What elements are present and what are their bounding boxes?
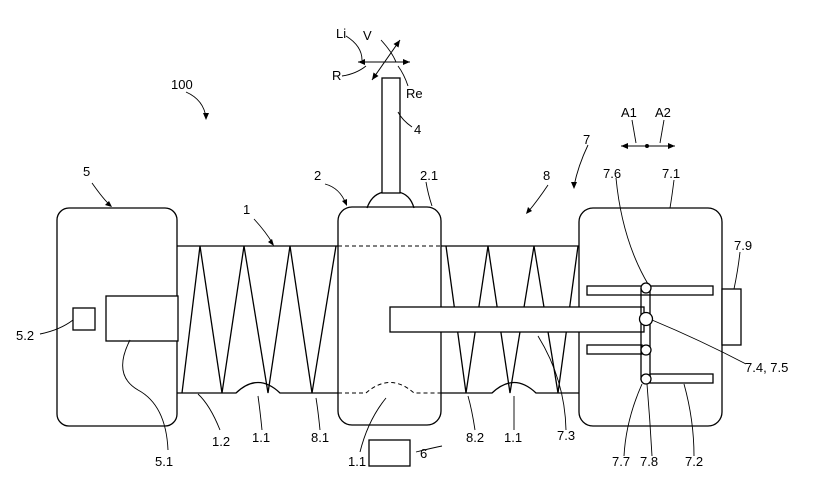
label-recess-1-1-c: 1.1: [504, 430, 522, 445]
label-element-7-7: 7.7: [612, 454, 630, 469]
label-element-7-3: 7.3: [557, 428, 575, 443]
label-element-7-8: 7.8: [640, 454, 658, 469]
pivot-middle: [640, 344, 652, 356]
direction-arrows-lever: [341, 35, 410, 87]
pivot-7-6: [640, 282, 652, 294]
label-element-5-1: 5.1: [155, 454, 173, 469]
label-lever-4: 4: [414, 122, 421, 137]
label-component-6: 6: [420, 446, 427, 461]
label-dir-a2: A2: [655, 105, 671, 120]
direction-arrows-a1-a2: [621, 119, 675, 149]
label-end-8-2: 8.2: [466, 430, 484, 445]
label-dir-a1: A1: [621, 105, 637, 120]
spring-8-coil: [445, 245, 579, 394]
push-rod: [389, 306, 645, 333]
joint-7-4-7-5: [638, 311, 654, 327]
label-system-100: 100: [171, 77, 193, 92]
label-spring-8: 8: [543, 168, 550, 183]
element-5-2: [72, 307, 96, 331]
bar-7-2: [649, 373, 714, 384]
label-dir-li: Li: [336, 26, 346, 41]
label-body-2: 2: [314, 168, 321, 183]
label-dir-v: V: [363, 28, 372, 43]
label-housing-5: 5: [83, 164, 90, 179]
label-edge-1-2: 1.2: [212, 434, 230, 449]
label-element-5-2: 5.2: [16, 328, 34, 343]
label-dir-re: Re: [406, 86, 423, 101]
label-element-7-6: 7.6: [603, 166, 621, 181]
label-housing-7-1: 7.1: [662, 166, 680, 181]
body-2-collar: [366, 191, 415, 209]
label-spring-1: 1: [243, 202, 250, 217]
label-end-8-1: 8.1: [311, 430, 329, 445]
label-unit-7: 7: [583, 132, 590, 147]
spring-1-coil: [181, 245, 337, 394]
component-6: [368, 439, 411, 467]
reference-arrows: [91, 91, 589, 214]
label-element-7-9: 7.9: [734, 238, 752, 253]
element-7-9: [721, 288, 742, 346]
leader-lines: [39, 111, 747, 457]
label-body-2-1: 2.1: [420, 168, 438, 183]
label-element-7-2: 7.2: [685, 454, 703, 469]
bar-upper-stub: [586, 344, 643, 355]
tube-1: [176, 245, 580, 394]
pivot-7-8: [640, 373, 652, 385]
lever-4: [381, 77, 401, 194]
label-dir-r: R: [332, 68, 341, 83]
element-5-1: [105, 295, 179, 342]
label-joint-7-4-7-5: 7.4, 7.5: [745, 360, 788, 375]
label-recess-1-1-a: 1.1: [252, 430, 270, 445]
label-recess-1-1-b: 1.1: [348, 454, 366, 469]
